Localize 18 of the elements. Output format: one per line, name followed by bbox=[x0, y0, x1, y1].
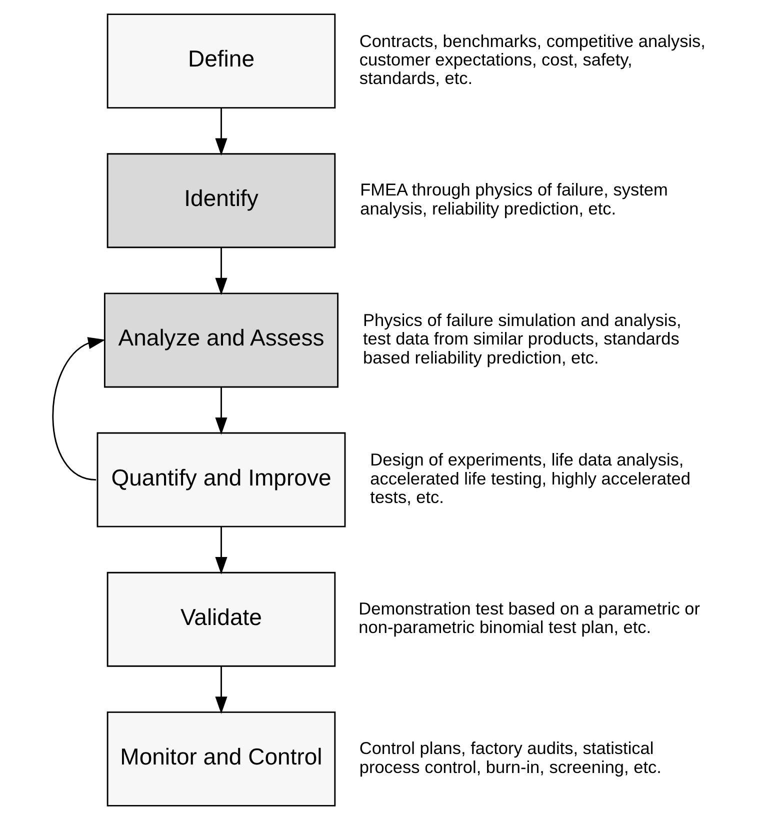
node-box: Validate bbox=[106, 572, 336, 667]
node-box: Identify bbox=[106, 153, 336, 248]
arrow bbox=[214, 387, 227, 435]
arrow bbox=[214, 526, 227, 574]
arrow bbox=[52, 337, 105, 480]
node-label: Control plans, factory audits, statistical process control, burn-in, screening, etc. bbox=[358, 738, 661, 777]
node-label: Design of experiments, life data analysis, accelerated life testing, highly accelerated tests, etc. bbox=[370, 450, 690, 507]
arrow bbox=[214, 108, 227, 156]
node-box: Define bbox=[106, 14, 336, 109]
node-box: Quantify and Improve bbox=[96, 432, 346, 528]
node-label: Physics of failure simulation and analysis, test data from similar products, standards based reliability prediction, etc. bbox=[362, 310, 681, 368]
node-label: Contracts, benchmarks, competitive analysis, customer expectations, cost, safety, standards, etc. bbox=[358, 30, 705, 88]
arrow bbox=[214, 666, 227, 714]
node-box: Monitor and Control bbox=[106, 711, 336, 806]
node-label: FMEA through physics of failure, system analysis, reliability prediction, etc. bbox=[360, 180, 668, 218]
arrow bbox=[214, 248, 227, 296]
node-box: Analyze and Assess bbox=[103, 292, 338, 388]
node-label: Demonstration test based on a parametric or non-parametric binomial test plan, etc. bbox=[358, 598, 700, 638]
